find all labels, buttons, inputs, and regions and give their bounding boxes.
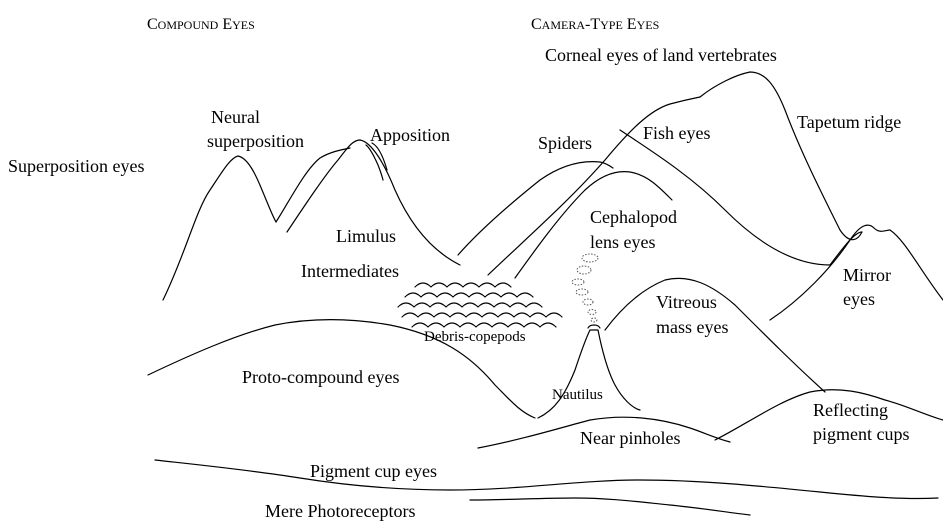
smoke-puff-3 bbox=[572, 279, 584, 285]
apposition-peak-outline bbox=[287, 140, 460, 265]
label-mirror-line2: eyes bbox=[843, 289, 875, 309]
nautilus-volcano bbox=[538, 330, 640, 418]
photoreceptors-line bbox=[470, 498, 750, 515]
label-apposition: Apposition bbox=[370, 125, 450, 145]
scale-row-1 bbox=[415, 283, 511, 287]
superposition-peak-outline bbox=[163, 156, 276, 300]
label-proto-compound: Proto-compound eyes bbox=[242, 367, 399, 387]
heading-compound-eyes: COMPOUND EYES bbox=[147, 16, 255, 33]
pigment-cup-line bbox=[155, 460, 938, 499]
smoke-puff-7 bbox=[591, 318, 597, 322]
label-nautilus: Nautilus bbox=[552, 387, 603, 403]
labels: Corneal eyes of land vertebrates Neural … bbox=[8, 45, 910, 521]
label-debris-copepods: Debris-copepods bbox=[424, 329, 526, 345]
label-cephalopod-line1: Cephalopod bbox=[590, 207, 677, 227]
nautilus-crater bbox=[588, 325, 600, 328]
label-reflecting-line1: Reflecting bbox=[813, 400, 888, 420]
smoke-puff-1 bbox=[582, 254, 598, 262]
label-corneal-eyes: Corneal eyes of land vertebrates bbox=[545, 45, 777, 65]
label-intermediates: Intermediates bbox=[301, 261, 399, 281]
label-limulus: Limulus bbox=[336, 226, 396, 246]
label-cephalopod-line2: lens eyes bbox=[590, 232, 655, 252]
smoke-puff-6 bbox=[588, 310, 596, 315]
label-mere-photoreceptors: Mere Photoreceptors bbox=[265, 501, 415, 521]
scale-row-3 bbox=[398, 303, 542, 307]
scale-row-2 bbox=[405, 293, 533, 297]
label-mirror-line1: Mirror bbox=[843, 265, 891, 285]
smoke-puff-4 bbox=[576, 289, 588, 295]
label-fish-eyes: Fish eyes bbox=[643, 123, 711, 143]
scale-row-5 bbox=[412, 323, 556, 327]
smoke-puff-5 bbox=[583, 299, 593, 305]
corneal-eyes-peak bbox=[700, 72, 862, 240]
label-neural-line2: superposition bbox=[207, 131, 304, 151]
label-reflecting-line2: pigment cups bbox=[813, 424, 910, 444]
label-near-pinholes: Near pinholes bbox=[580, 428, 680, 448]
heading-camera-type-eyes: CAMERA-TYPE EYES bbox=[531, 16, 659, 33]
scale-row-4 bbox=[402, 313, 562, 317]
label-superposition-eyes: Superposition eyes bbox=[8, 156, 145, 176]
label-vitreous-line1: Vitreous bbox=[656, 292, 717, 312]
label-neural-line1: Neural bbox=[211, 107, 260, 127]
label-pigment-cup-eyes: Pigment cup eyes bbox=[310, 461, 437, 481]
smoke-puff-2 bbox=[577, 266, 591, 274]
nautilus-smoke bbox=[572, 254, 598, 322]
label-tapetum-ridge: Tapetum ridge bbox=[797, 112, 901, 132]
label-vitreous-line2: mass eyes bbox=[656, 317, 728, 337]
label-spiders: Spiders bbox=[538, 133, 592, 153]
debris-scales-cluster bbox=[398, 283, 562, 327]
